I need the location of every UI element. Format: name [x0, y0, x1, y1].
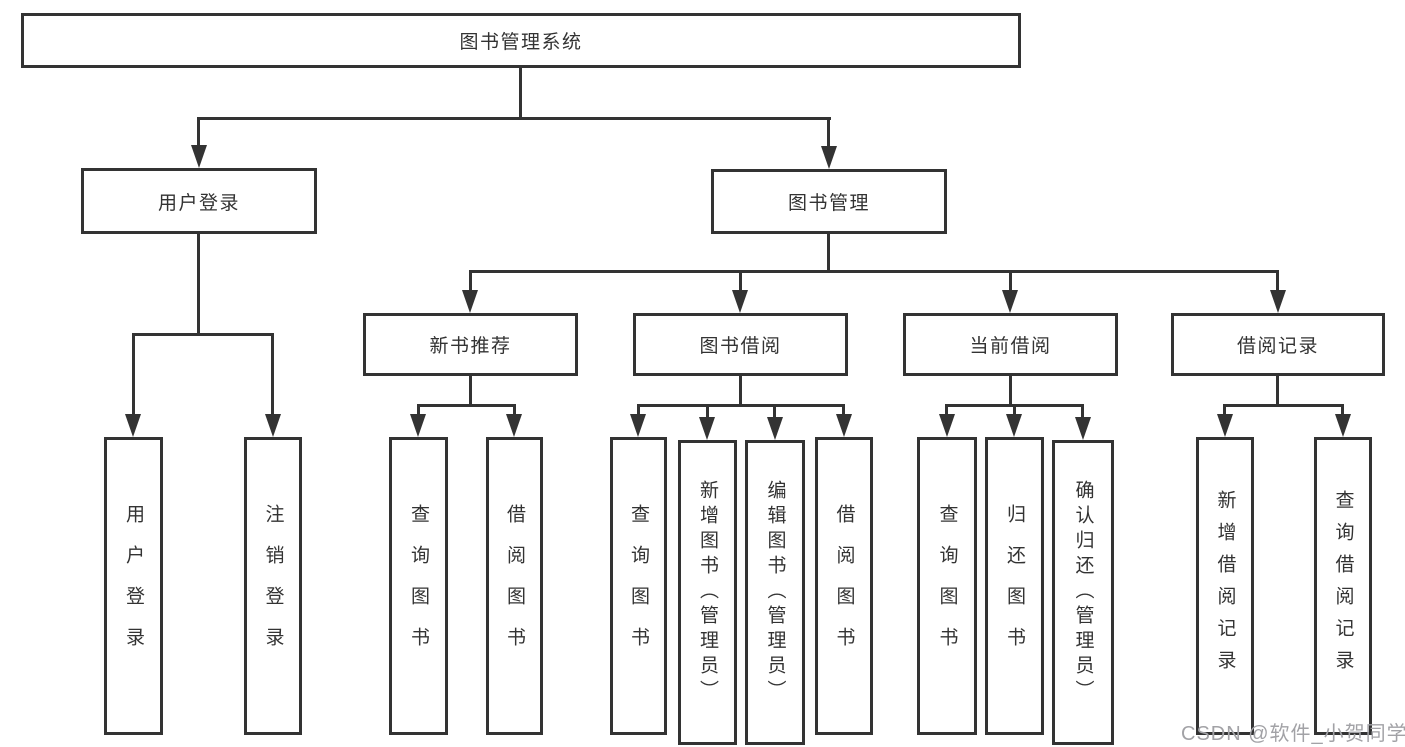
leaf-current-confirm-admin: 确认归还（管理员）	[1052, 440, 1114, 745]
node-root-label: 图书管理系统	[459, 32, 583, 53]
arrowhead-icon	[1002, 290, 1018, 313]
connector-to-bb-add	[706, 404, 709, 420]
leaf-bookborrow-borrow: 借阅图书	[815, 437, 873, 735]
arrowhead-icon	[1335, 414, 1351, 437]
node-book-borrow-label: 图书借阅	[699, 336, 782, 357]
connector-to-current-borrow	[1009, 270, 1012, 292]
connector-to-nb-borrow	[513, 404, 516, 417]
arrowhead-icon	[836, 414, 852, 437]
leaf-current-query: 查询图书	[917, 437, 977, 735]
connector-to-bb-borrow	[842, 404, 845, 417]
leaf-bookborrow-borrow-label: 借阅图书	[833, 504, 855, 668]
leaf-current-return-label: 归还图书	[1004, 504, 1025, 668]
arrowhead-icon	[125, 414, 141, 437]
leaf-records-add-label: 新增借阅记录	[1214, 490, 1236, 682]
leaf-bookborrow-edit-admin-label: 编辑图书（管理员）	[764, 480, 786, 705]
leaf-bookborrow-add-admin: 新增图书（管理员）	[678, 440, 737, 745]
connector-to-new-book	[469, 270, 472, 292]
connector-to-cb-confirm	[1081, 404, 1084, 420]
arrowhead-icon	[191, 145, 207, 168]
connector-to-leaf-user-login	[132, 333, 135, 415]
connector-book-mgmt-stem	[827, 234, 830, 273]
node-user-login-label: 用户登录	[157, 192, 240, 214]
connector-to-bb-query	[637, 404, 640, 417]
connector-to-br-query	[1341, 404, 1344, 417]
leaf-bookborrow-query: 查询图书	[610, 437, 667, 735]
leaf-newbook-query: 查询图书	[389, 437, 448, 735]
connector-user-login-stem	[197, 234, 200, 336]
leaf-newbook-borrow-label: 借阅图书	[504, 504, 525, 668]
arrowhead-icon	[699, 417, 715, 440]
leaf-bookborrow-edit-admin: 编辑图书（管理员）	[745, 440, 805, 745]
connector-to-user-login	[197, 117, 200, 146]
node-new-book-recommend-label: 新书推荐	[429, 336, 512, 357]
arrowhead-icon	[939, 414, 955, 437]
leaf-records-query: 查询借阅记录	[1314, 437, 1372, 735]
connector-root-crossbar	[197, 117, 831, 120]
arrowhead-icon	[767, 417, 783, 440]
arrowhead-icon	[821, 146, 837, 169]
node-current-borrow: 当前借阅	[903, 313, 1118, 376]
connector-to-bb-edit	[773, 404, 776, 420]
leaf-records-add: 新增借阅记录	[1196, 437, 1254, 735]
connector-to-nb-query	[417, 404, 420, 417]
connector-book-mgmt-crossbar	[469, 270, 1279, 273]
connector-new-book-crossbar	[417, 404, 516, 407]
node-book-borrow: 图书借阅	[633, 313, 848, 376]
connector-book-borrow-crossbar	[637, 404, 845, 407]
arrowhead-icon	[1217, 414, 1233, 437]
connector-root-stem	[519, 68, 522, 119]
node-root: 图书管理系统	[21, 13, 1021, 68]
connector-to-book-management	[827, 117, 830, 147]
arrowhead-icon	[1006, 414, 1022, 437]
leaf-current-return: 归还图书	[985, 437, 1044, 735]
connector-new-book-stem	[469, 376, 472, 407]
watermark: CSDN @软件_小贺同学	[1181, 723, 1405, 745]
node-borrow-records: 借阅记录	[1171, 313, 1385, 376]
node-borrow-records-label: 借阅记录	[1236, 336, 1319, 357]
connector-to-br-add	[1223, 404, 1226, 417]
node-current-borrow-label: 当前借阅	[969, 336, 1052, 357]
connector-to-book-borrow	[739, 270, 742, 292]
node-book-management-label: 图书管理	[787, 193, 870, 214]
connector-user-login-crossbar	[132, 333, 274, 336]
connector-borrow-records-stem	[1276, 376, 1279, 407]
leaf-bookborrow-add-admin-label: 新增图书（管理员）	[697, 480, 718, 705]
connector-to-leaf-logout	[271, 333, 274, 415]
leaf-current-query-label: 查询图书	[936, 504, 958, 668]
connector-to-borrow-record	[1276, 270, 1279, 292]
leaf-bookborrow-query-label: 查询图书	[628, 504, 649, 668]
leaf-user-login: 用户登录	[104, 437, 163, 735]
arrowhead-icon	[630, 414, 646, 437]
arrowhead-icon	[732, 290, 748, 313]
connector-to-cb-return	[1013, 404, 1016, 417]
arrowhead-icon	[410, 414, 426, 437]
arrowhead-icon	[462, 290, 478, 313]
leaf-current-confirm-admin-label: 确认归还（管理员）	[1072, 480, 1094, 705]
leaf-logout: 注销登录	[244, 437, 302, 735]
leaf-logout-label: 注销登录	[262, 504, 284, 668]
connector-to-cb-query	[945, 404, 948, 417]
arrowhead-icon	[1075, 417, 1091, 440]
arrowhead-icon	[506, 414, 522, 437]
arrowhead-icon	[1270, 290, 1286, 313]
leaf-newbook-borrow: 借阅图书	[486, 437, 543, 735]
connector-current-borrow-stem	[1009, 376, 1012, 407]
connector-borrow-records-crossbar	[1223, 404, 1344, 407]
node-new-book-recommend: 新书推荐	[363, 313, 578, 376]
node-book-management: 图书管理	[711, 169, 947, 234]
leaf-user-login-label: 用户登录	[123, 504, 144, 668]
leaf-newbook-query-label: 查询图书	[408, 504, 429, 668]
node-user-login: 用户登录	[81, 168, 317, 234]
leaf-records-query-label: 查询借阅记录	[1332, 490, 1354, 682]
arrowhead-icon	[265, 414, 281, 437]
connector-book-borrow-stem	[739, 376, 742, 407]
